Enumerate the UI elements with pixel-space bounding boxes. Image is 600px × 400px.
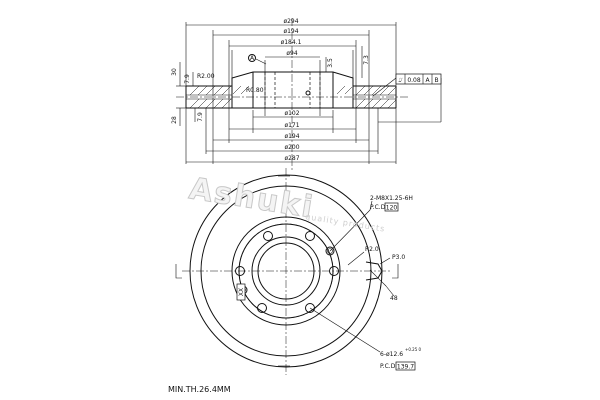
thread-leader bbox=[369, 200, 373, 211]
datum-a-leader bbox=[255, 58, 267, 65]
bolt-hole bbox=[305, 231, 315, 241]
pcd-value-2: 139.7 bbox=[397, 364, 414, 371]
view-bracket-left bbox=[175, 264, 182, 279]
runout-symbol-icon: ⌰ bbox=[399, 77, 403, 84]
bolt-hole bbox=[257, 303, 267, 313]
label-30: 30 bbox=[171, 68, 178, 76]
p3-note: P3.0 bbox=[392, 254, 405, 261]
tagline-watermark: quality products bbox=[305, 212, 386, 234]
label-datum-a: A bbox=[250, 55, 255, 62]
pcd-label-2: P.C.D bbox=[380, 363, 396, 370]
hole-note: 6-ø12.6 bbox=[380, 351, 403, 358]
threaded-hole bbox=[325, 246, 335, 256]
section-hatching bbox=[189, 85, 397, 109]
r2-note: R2.0 bbox=[365, 246, 379, 253]
label-7-3: 7.3 bbox=[363, 55, 370, 65]
pcd-label-1: P.C.D bbox=[370, 204, 386, 211]
label-d194: ø194 bbox=[283, 28, 298, 35]
bolt-hole bbox=[263, 231, 273, 241]
label-3-5: 3.5 bbox=[327, 58, 334, 68]
pcd-circle bbox=[238, 223, 334, 319]
pcd-value-1: 120 bbox=[386, 205, 398, 212]
tolerance-value: 0.08 bbox=[407, 77, 421, 84]
tolerance-leader bbox=[372, 77, 397, 97]
thread-note: 2-M8X1.25-6H bbox=[370, 195, 413, 202]
label-d94: ø94 bbox=[286, 50, 297, 57]
threaded-hole-inner bbox=[327, 248, 333, 254]
label-r2-00: R2.00 bbox=[197, 73, 215, 80]
tolerance-box bbox=[395, 73, 442, 85]
side-label: XX bbox=[238, 288, 245, 296]
hole-tolerance: +0.25 0 bbox=[405, 347, 422, 352]
label-d171: ø171 bbox=[284, 122, 299, 129]
disc-top-outline bbox=[186, 71, 396, 87]
label-d287: ø287 bbox=[284, 155, 299, 162]
hub-walls bbox=[252, 72, 334, 108]
tolerance-datum-a: A bbox=[425, 77, 430, 84]
p3-leader bbox=[379, 257, 391, 265]
notch-leader bbox=[369, 269, 387, 287]
tolerance-frame: ⌰ 0.08 A B bbox=[372, 73, 442, 123]
rim-notch bbox=[365, 261, 383, 281]
label-28: 28 bbox=[171, 116, 178, 124]
side-label-box bbox=[236, 283, 246, 301]
center-mark bbox=[305, 90, 311, 96]
hole-leader bbox=[309, 307, 381, 353]
r2-leader bbox=[347, 251, 365, 266]
label-d294: ø294 bbox=[283, 18, 298, 25]
hidden-lines bbox=[264, 72, 321, 108]
datum-a-bubble bbox=[248, 54, 256, 62]
notch-leader bbox=[385, 285, 395, 297]
front-view: XX 2-M8X1.25-6H P.C.D 120 R2.0 P3.0 48 6… bbox=[175, 168, 422, 375]
label-d102: ø102 bbox=[284, 110, 299, 117]
thread-leader bbox=[329, 209, 371, 252]
tolerance-datum-b: B bbox=[434, 77, 438, 84]
view-bracket-right bbox=[392, 264, 399, 279]
label-7-9b: 7.9 bbox=[197, 112, 204, 122]
pcd-box-1 bbox=[384, 202, 399, 212]
label-d184-1: ø184.1 bbox=[281, 39, 302, 46]
cross-section-view: ø294 ø194 ø184.1 ø94 3.5 7.3 30 7.9 R2.0… bbox=[171, 18, 408, 170]
min-thickness-note: MIN.TH.26.4MM bbox=[168, 385, 231, 394]
label-d200: ø200 bbox=[284, 144, 299, 151]
dim-48: 48 bbox=[390, 295, 398, 302]
label-d194b: ø194 bbox=[284, 133, 299, 140]
label-r0-80: R0.80 bbox=[246, 87, 264, 94]
pcd-box-2 bbox=[395, 361, 416, 371]
label-7-9a: 7.9 bbox=[184, 74, 191, 84]
